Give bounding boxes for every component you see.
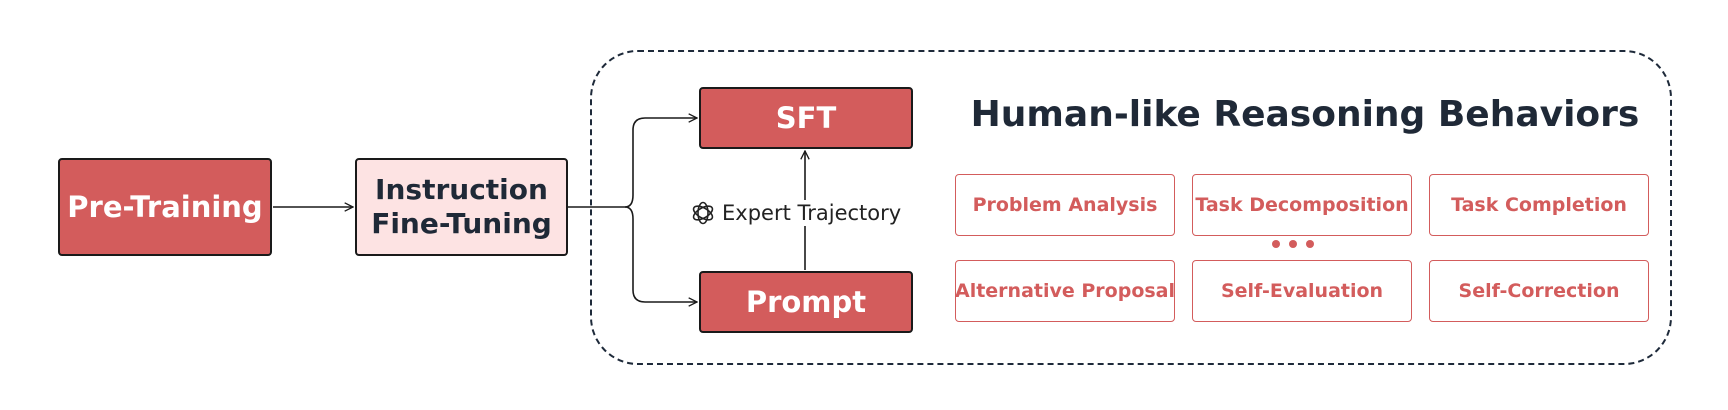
behavior-alternative-proposal: Alternative Proposal	[955, 260, 1175, 322]
expert-trajectory-label: Expert Trajectory	[688, 200, 904, 226]
behavior-task-completion: Task Completion	[1429, 174, 1649, 236]
openai-logo-icon	[692, 201, 714, 225]
group-title: Human-like Reasoning Behaviors	[970, 94, 1640, 135]
pretraining-label: Pre-Training	[67, 190, 263, 224]
dot	[1272, 240, 1280, 248]
arrow-brace-to-sft	[624, 118, 697, 208]
behavior-self-correction: Self-Correction	[1429, 260, 1649, 322]
arrow-brace-to-prompt	[624, 206, 697, 302]
behavior-self-evaluation: Self-Evaluation	[1192, 260, 1412, 322]
sft-label: SFT	[775, 101, 837, 135]
prompt-label: Prompt	[745, 285, 867, 319]
reasoning-behaviors-group	[590, 50, 1672, 365]
expert-trajectory-text: Expert Trajectory	[722, 201, 902, 225]
prompt-box: Prompt	[699, 271, 913, 333]
behavior-problem-analysis: Problem Analysis	[955, 174, 1175, 236]
dot	[1289, 240, 1297, 248]
pretraining-box: Pre-Training	[58, 158, 272, 256]
sft-box: SFT	[699, 87, 913, 149]
behavior-task-decomposition: Task Decomposition	[1192, 174, 1412, 236]
instruction-label-line2: Fine-Tuning	[371, 207, 552, 240]
ellipsis-dots-icon	[1272, 240, 1314, 248]
instruction-label-line1: Instruction	[375, 172, 548, 206]
instruction-finetuning-box: Instruction Fine-Tuning	[355, 158, 568, 256]
dot	[1306, 240, 1314, 248]
